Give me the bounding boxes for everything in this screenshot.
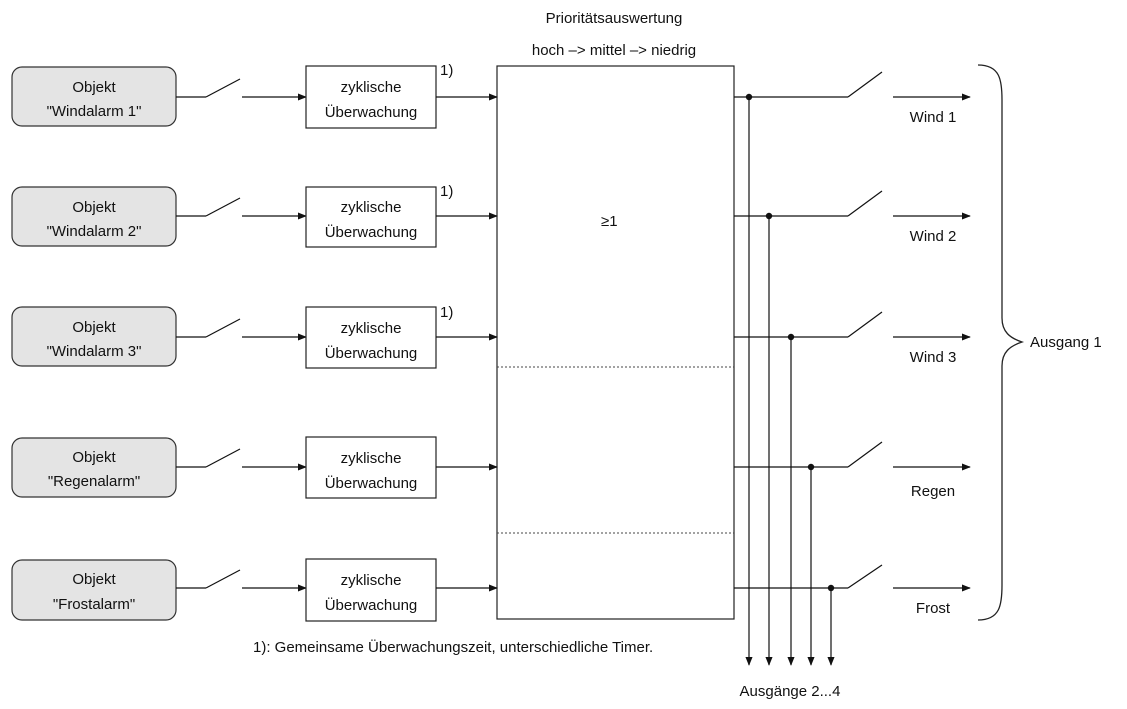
output-group-label: Ausgang 1	[1030, 334, 1102, 351]
footnote: 1): Gemeinsame Überwachungszeit, untersc…	[253, 638, 653, 656]
object-name: "Windalarm 3"	[47, 343, 142, 360]
monitor-label: Überwachung	[325, 474, 418, 492]
monitor-box	[305, 65, 437, 129]
object-label: Objekt	[72, 79, 116, 96]
signal-row: Objekt "Windalarm 2" zyklische Überwachu…	[11, 183, 971, 248]
monitor-box	[305, 306, 437, 369]
object-label: Objekt	[72, 199, 116, 216]
output-switch	[847, 71, 883, 98]
monitor-label: Überwachung	[325, 596, 418, 614]
input-switch	[205, 448, 241, 468]
signal-row: Objekt "Frostalarm" zyklische Überwachun…	[11, 558, 971, 622]
input-switch	[205, 78, 241, 98]
input-switch	[205, 569, 241, 589]
monitor-label: zyklische	[341, 320, 402, 337]
output-switch	[847, 190, 883, 217]
object-name: "Regenalarm"	[48, 473, 140, 490]
object-label: Objekt	[72, 319, 116, 336]
output-switch	[847, 441, 883, 468]
output-switch	[847, 564, 883, 589]
output-group-brace	[977, 64, 1025, 621]
header-title: Prioritätsauswertung	[546, 10, 683, 27]
output-label: Regen	[911, 483, 955, 500]
bottom-outputs-label: Ausgänge 2...4	[740, 683, 841, 700]
priority-block	[496, 65, 735, 620]
footnote-marker: 1)	[440, 304, 453, 321]
output-switch	[847, 311, 883, 338]
monitor-label: zyklische	[341, 450, 402, 467]
monitor-label: zyklische	[341, 199, 402, 216]
monitor-label: Überwachung	[325, 223, 418, 241]
footnote-marker: 1)	[440, 183, 453, 200]
object-name: "Windalarm 2"	[47, 223, 142, 240]
monitor-label: Überwachung	[325, 344, 418, 362]
object-box	[11, 559, 177, 621]
monitor-label: zyklische	[341, 79, 402, 96]
signal-row: Objekt "Regenalarm" zyklische Überwachun…	[11, 436, 971, 500]
footnote-marker: 1)	[440, 62, 453, 79]
output-label: Wind 1	[910, 109, 957, 126]
monitor-box	[305, 558, 437, 622]
monitor-box	[305, 186, 437, 248]
object-label: Objekt	[72, 571, 116, 588]
signal-row: Objekt "Windalarm 1" zyklische Überwachu…	[11, 62, 971, 129]
object-name: "Windalarm 1"	[47, 103, 142, 120]
object-label: Objekt	[72, 449, 116, 466]
input-switch	[205, 197, 241, 217]
output-label: Wind 2	[910, 228, 957, 245]
monitor-label: zyklische	[341, 572, 402, 589]
output-label: Frost	[916, 600, 951, 617]
signal-row: Objekt "Windalarm 3" zyklische Überwachu…	[11, 304, 971, 369]
or-symbol: ≥1	[601, 213, 618, 230]
output-label: Wind 3	[910, 349, 957, 366]
header-priority-order: hoch –> mittel –> niedrig	[532, 42, 696, 59]
monitor-label: Überwachung	[325, 103, 418, 121]
object-name: "Frostalarm"	[53, 596, 135, 613]
input-switch	[205, 318, 241, 338]
monitor-box	[305, 436, 437, 499]
